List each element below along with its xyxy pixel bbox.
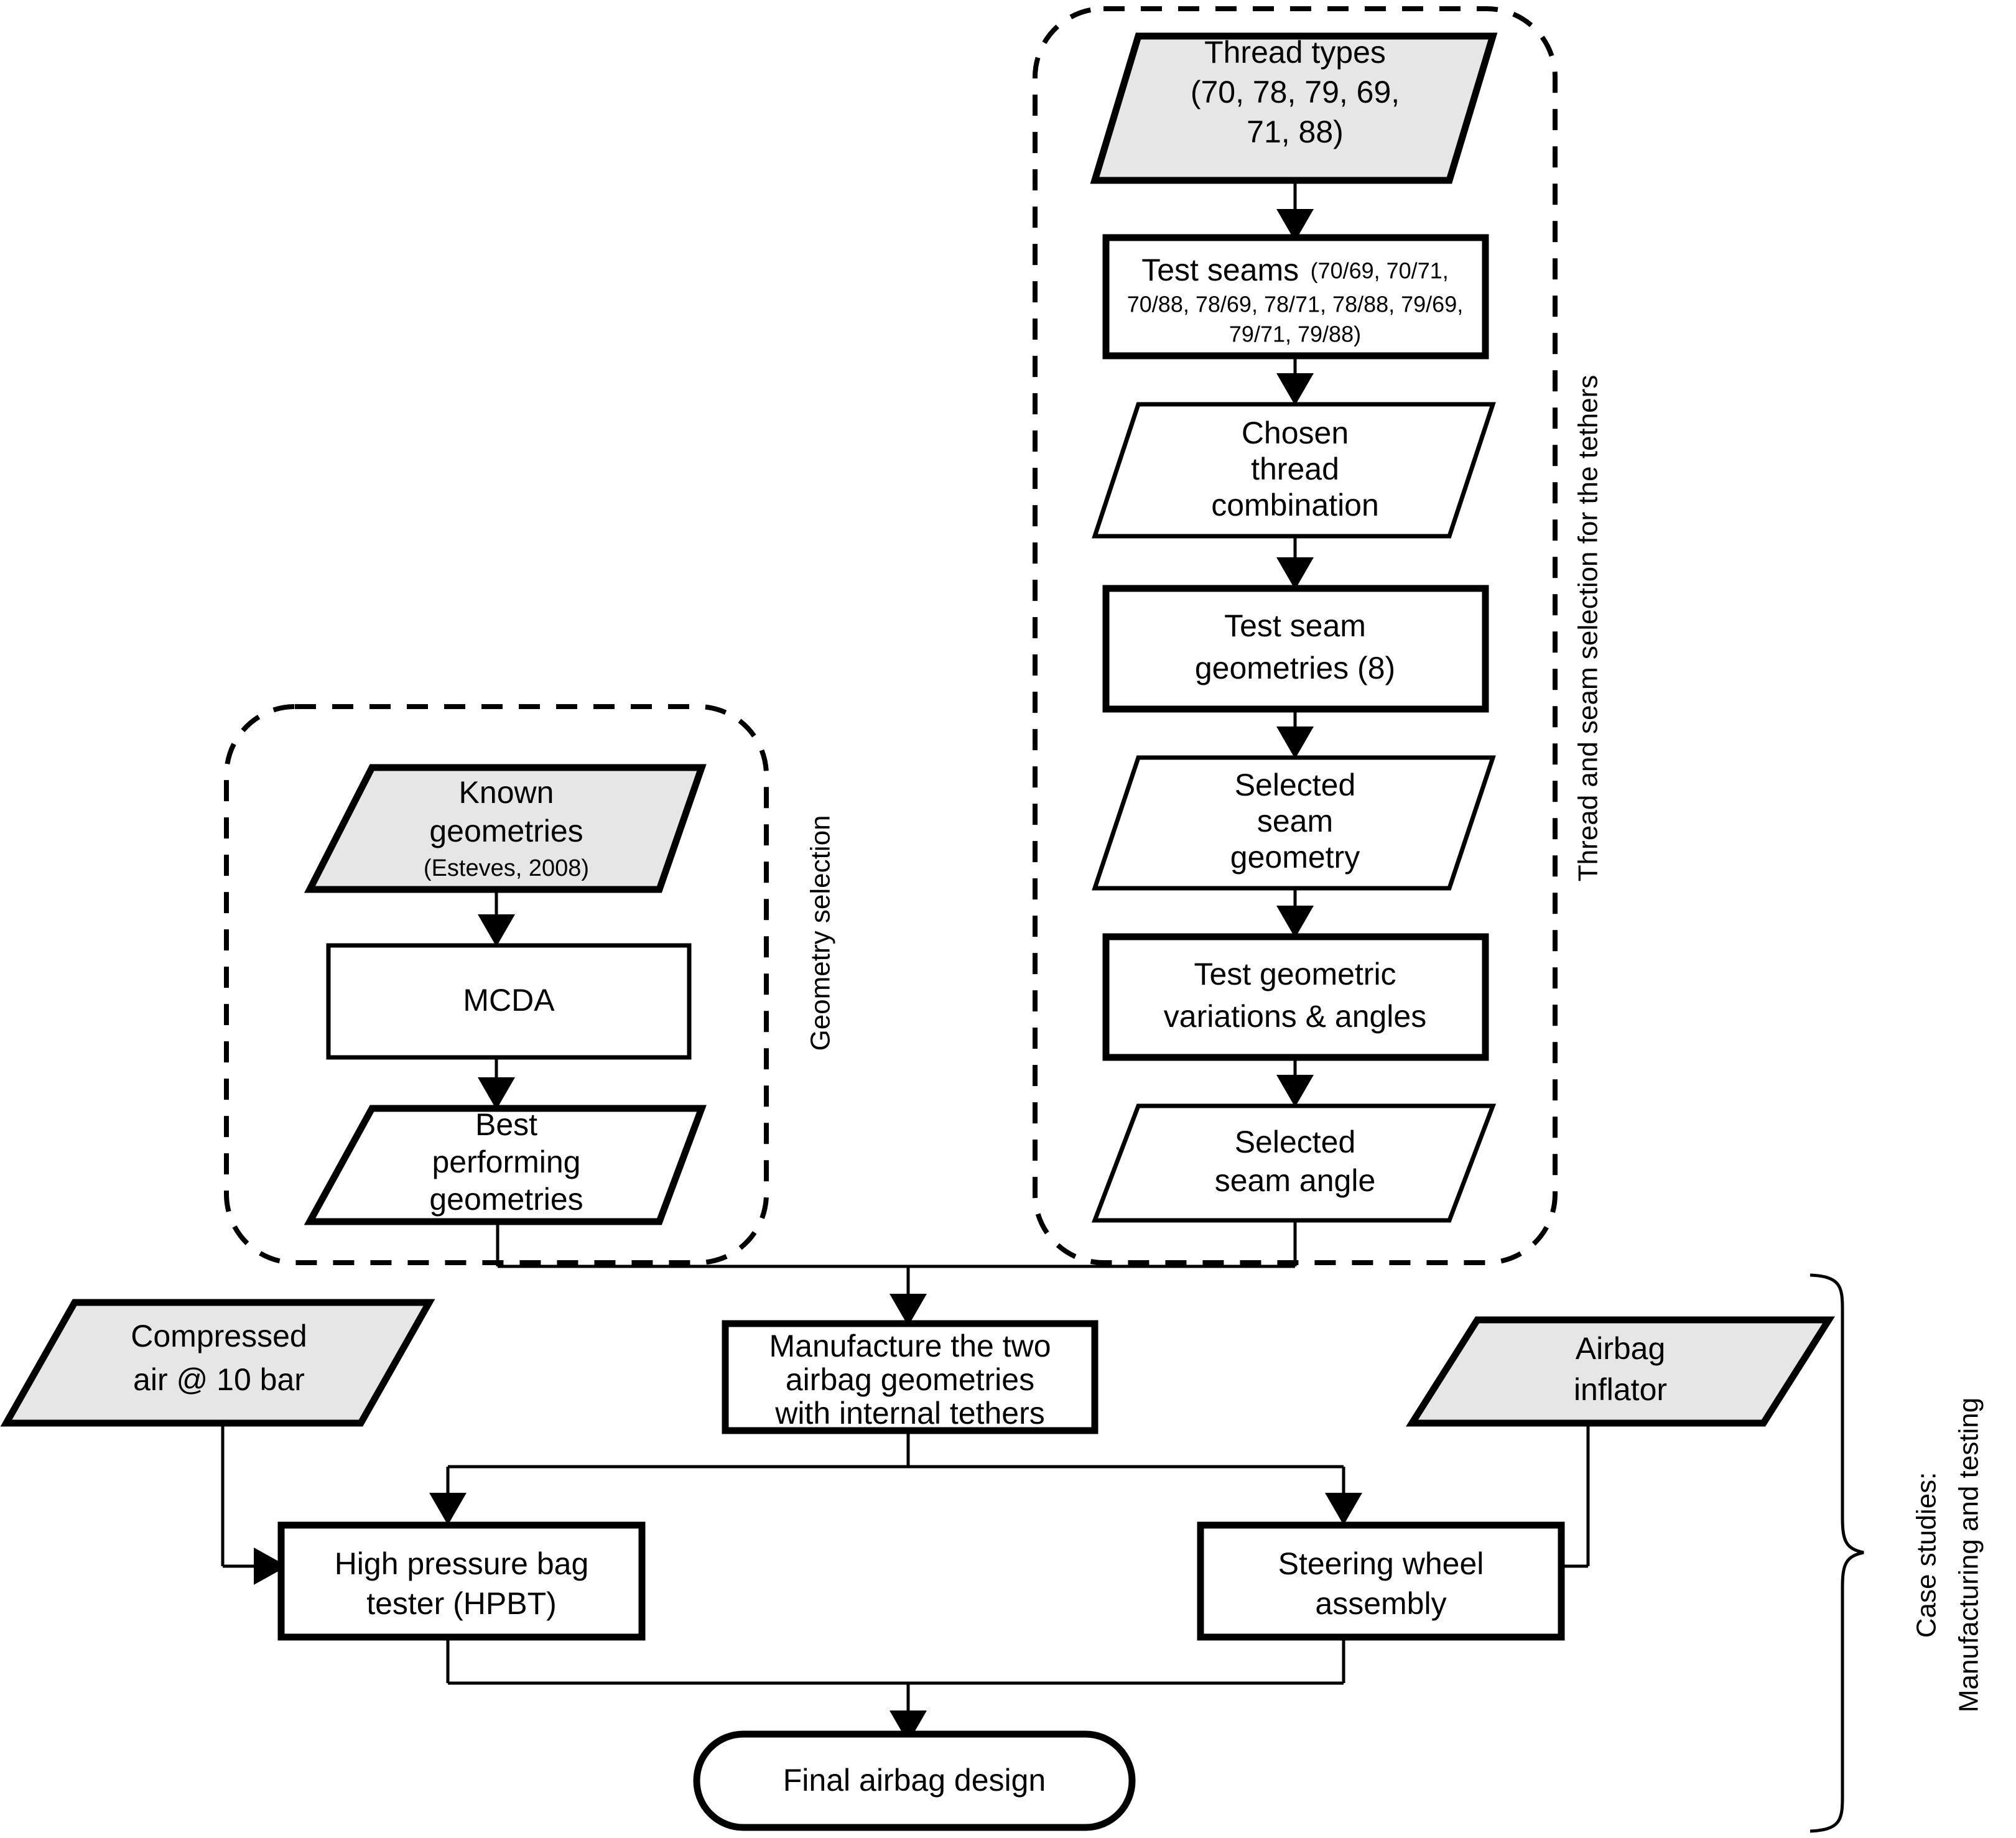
node-chosen-thread-combination[interactable]: Chosen thread combination (1092, 402, 1496, 539)
node-mcda[interactable]: MCDA (326, 943, 692, 1060)
node-selected-seam-angle-line-1: Selected (1235, 1125, 1356, 1159)
node-chosen-thread-combination-line-3: combination (1211, 488, 1379, 522)
node-test-geometric-variations-line-1: Test geometric (1194, 957, 1396, 991)
connector-groups-to-manufacture (496, 1220, 1297, 1326)
node-test-seam-geometries-line-1: Test seam (1224, 608, 1366, 643)
node-manufacture-airbags-line-2: airbag geometries (786, 1362, 1034, 1397)
node-known-geometries-line-1: Known (459, 775, 554, 810)
node-test-seams-detail-2: 70/88, 78/69, 78/71, 78/88, 79/69, (1127, 292, 1463, 317)
node-test-seams-title: Test seams (1141, 253, 1299, 287)
node-test-seams-detail-3: 79/71, 79/88) (1229, 322, 1361, 347)
node-hpbt[interactable]: High pressure bag tester (HPBT) (277, 1521, 646, 1641)
node-thread-types-line-3: 71, 88) (1247, 114, 1344, 149)
connectors-right-column (1276, 180, 1314, 1107)
node-manufacture-airbags[interactable]: Manufacture the two airbag geometries wi… (722, 1320, 1099, 1434)
node-known-geometries[interactable]: Known geometries (Esteves, 2008) (304, 764, 707, 893)
node-manufacture-airbags-line-3: with internal tethers (774, 1396, 1045, 1431)
node-test-geometric-variations[interactable]: Test geometric variations & angles (1102, 933, 1489, 1061)
node-selected-seam-geometry[interactable]: Selected seam geometry (1092, 755, 1496, 891)
node-thread-types-line-2: (70, 78, 79, 69, (1191, 75, 1400, 109)
node-test-geometric-variations-line-2: variations & angles (1164, 999, 1426, 1034)
node-chosen-thread-combination-line-1: Chosen (1242, 415, 1349, 450)
group-case-studies-brace (1809, 1273, 1864, 1833)
node-thread-types[interactable]: Thread types (70, 78, 79, 69, 71, 88) (1090, 32, 1498, 184)
connector-manufacture-to-tests (429, 1431, 1362, 1525)
connector-tests-to-final (446, 1637, 1345, 1743)
node-steering-wheel-assembly-line-1: Steering wheel (1278, 1546, 1484, 1581)
node-test-seams[interactable]: Test seams (70/69, 70/71, 70/88, 78/69, … (1102, 234, 1489, 360)
node-hpbt-line-1: High pressure bag (335, 1546, 589, 1581)
group-geometry-selection-label: Geometry selection (806, 815, 836, 1051)
group-case-studies-label-line-1: Case studies: (1911, 1472, 1942, 1638)
node-airbag-inflator[interactable]: Airbag inflator (1406, 1316, 1835, 1427)
node-best-performing-geometries-line-2: performing (432, 1144, 581, 1179)
node-mcda-label: MCDA (463, 983, 555, 1018)
node-chosen-thread-combination-line-2: thread (1251, 452, 1339, 486)
node-steering-wheel-assembly[interactable]: Steering wheel assembly (1197, 1521, 1565, 1641)
node-airbag-inflator-line-1: Airbag (1576, 1331, 1666, 1366)
node-hpbt-line-2: tester (HPBT) (366, 1586, 557, 1621)
node-compressed-air-line-1: Compressed (131, 1319, 307, 1353)
node-steering-wheel-assembly-line-2: assembly (1315, 1586, 1446, 1621)
connector-air-to-hpbt (221, 1423, 287, 1585)
node-final-airbag-design-label: Final airbag design (783, 1763, 1046, 1798)
node-test-seams-title-row: Test seams (70/69, 70/71, (1141, 253, 1448, 287)
node-thread-types-line-1: Thread types (1204, 35, 1386, 70)
node-selected-seam-geometry-line-3: geometry (1230, 840, 1360, 875)
node-selected-seam-angle-line-2: seam angle (1215, 1163, 1376, 1198)
node-manufacture-airbags-line-1: Manufacture the two (769, 1329, 1051, 1363)
node-selected-seam-geometry-line-2: seam (1257, 804, 1333, 838)
node-selected-seam-angle[interactable]: Selected seam angle (1091, 1103, 1497, 1223)
node-selected-seam-geometry-line-1: Selected (1235, 768, 1356, 802)
node-compressed-air-line-2: air @ 10 bar (133, 1362, 305, 1397)
node-compressed-air[interactable]: Compressed air @ 10 bar (0, 1299, 435, 1427)
node-known-geometries-line-2: geometries (429, 814, 583, 848)
node-test-seam-geometries[interactable]: Test seam geometries (8) (1102, 585, 1489, 713)
node-test-seam-geometries-line-2: geometries (8) (1195, 651, 1395, 685)
node-known-geometries-citation: (Esteves, 2008) (424, 855, 589, 881)
node-test-seams-detail-1: (70/69, 70/71, (1311, 258, 1449, 284)
group-case-studies-label-line-2: Manufacturing and testing (1954, 1398, 1984, 1712)
node-best-performing-geometries-line-1: Best (475, 1107, 537, 1142)
node-best-performing-geometries-line-3: geometries (429, 1182, 583, 1217)
node-best-performing-geometries[interactable]: Best performing geometries (304, 1105, 707, 1225)
node-final-airbag-design[interactable]: Final airbag design (693, 1730, 1136, 1831)
group-thread-seam-selection-label: Thread and seam selection for the tether… (1573, 375, 1604, 881)
node-airbag-inflator-line-2: inflator (1574, 1372, 1667, 1407)
connectors-left-column (478, 889, 515, 1110)
